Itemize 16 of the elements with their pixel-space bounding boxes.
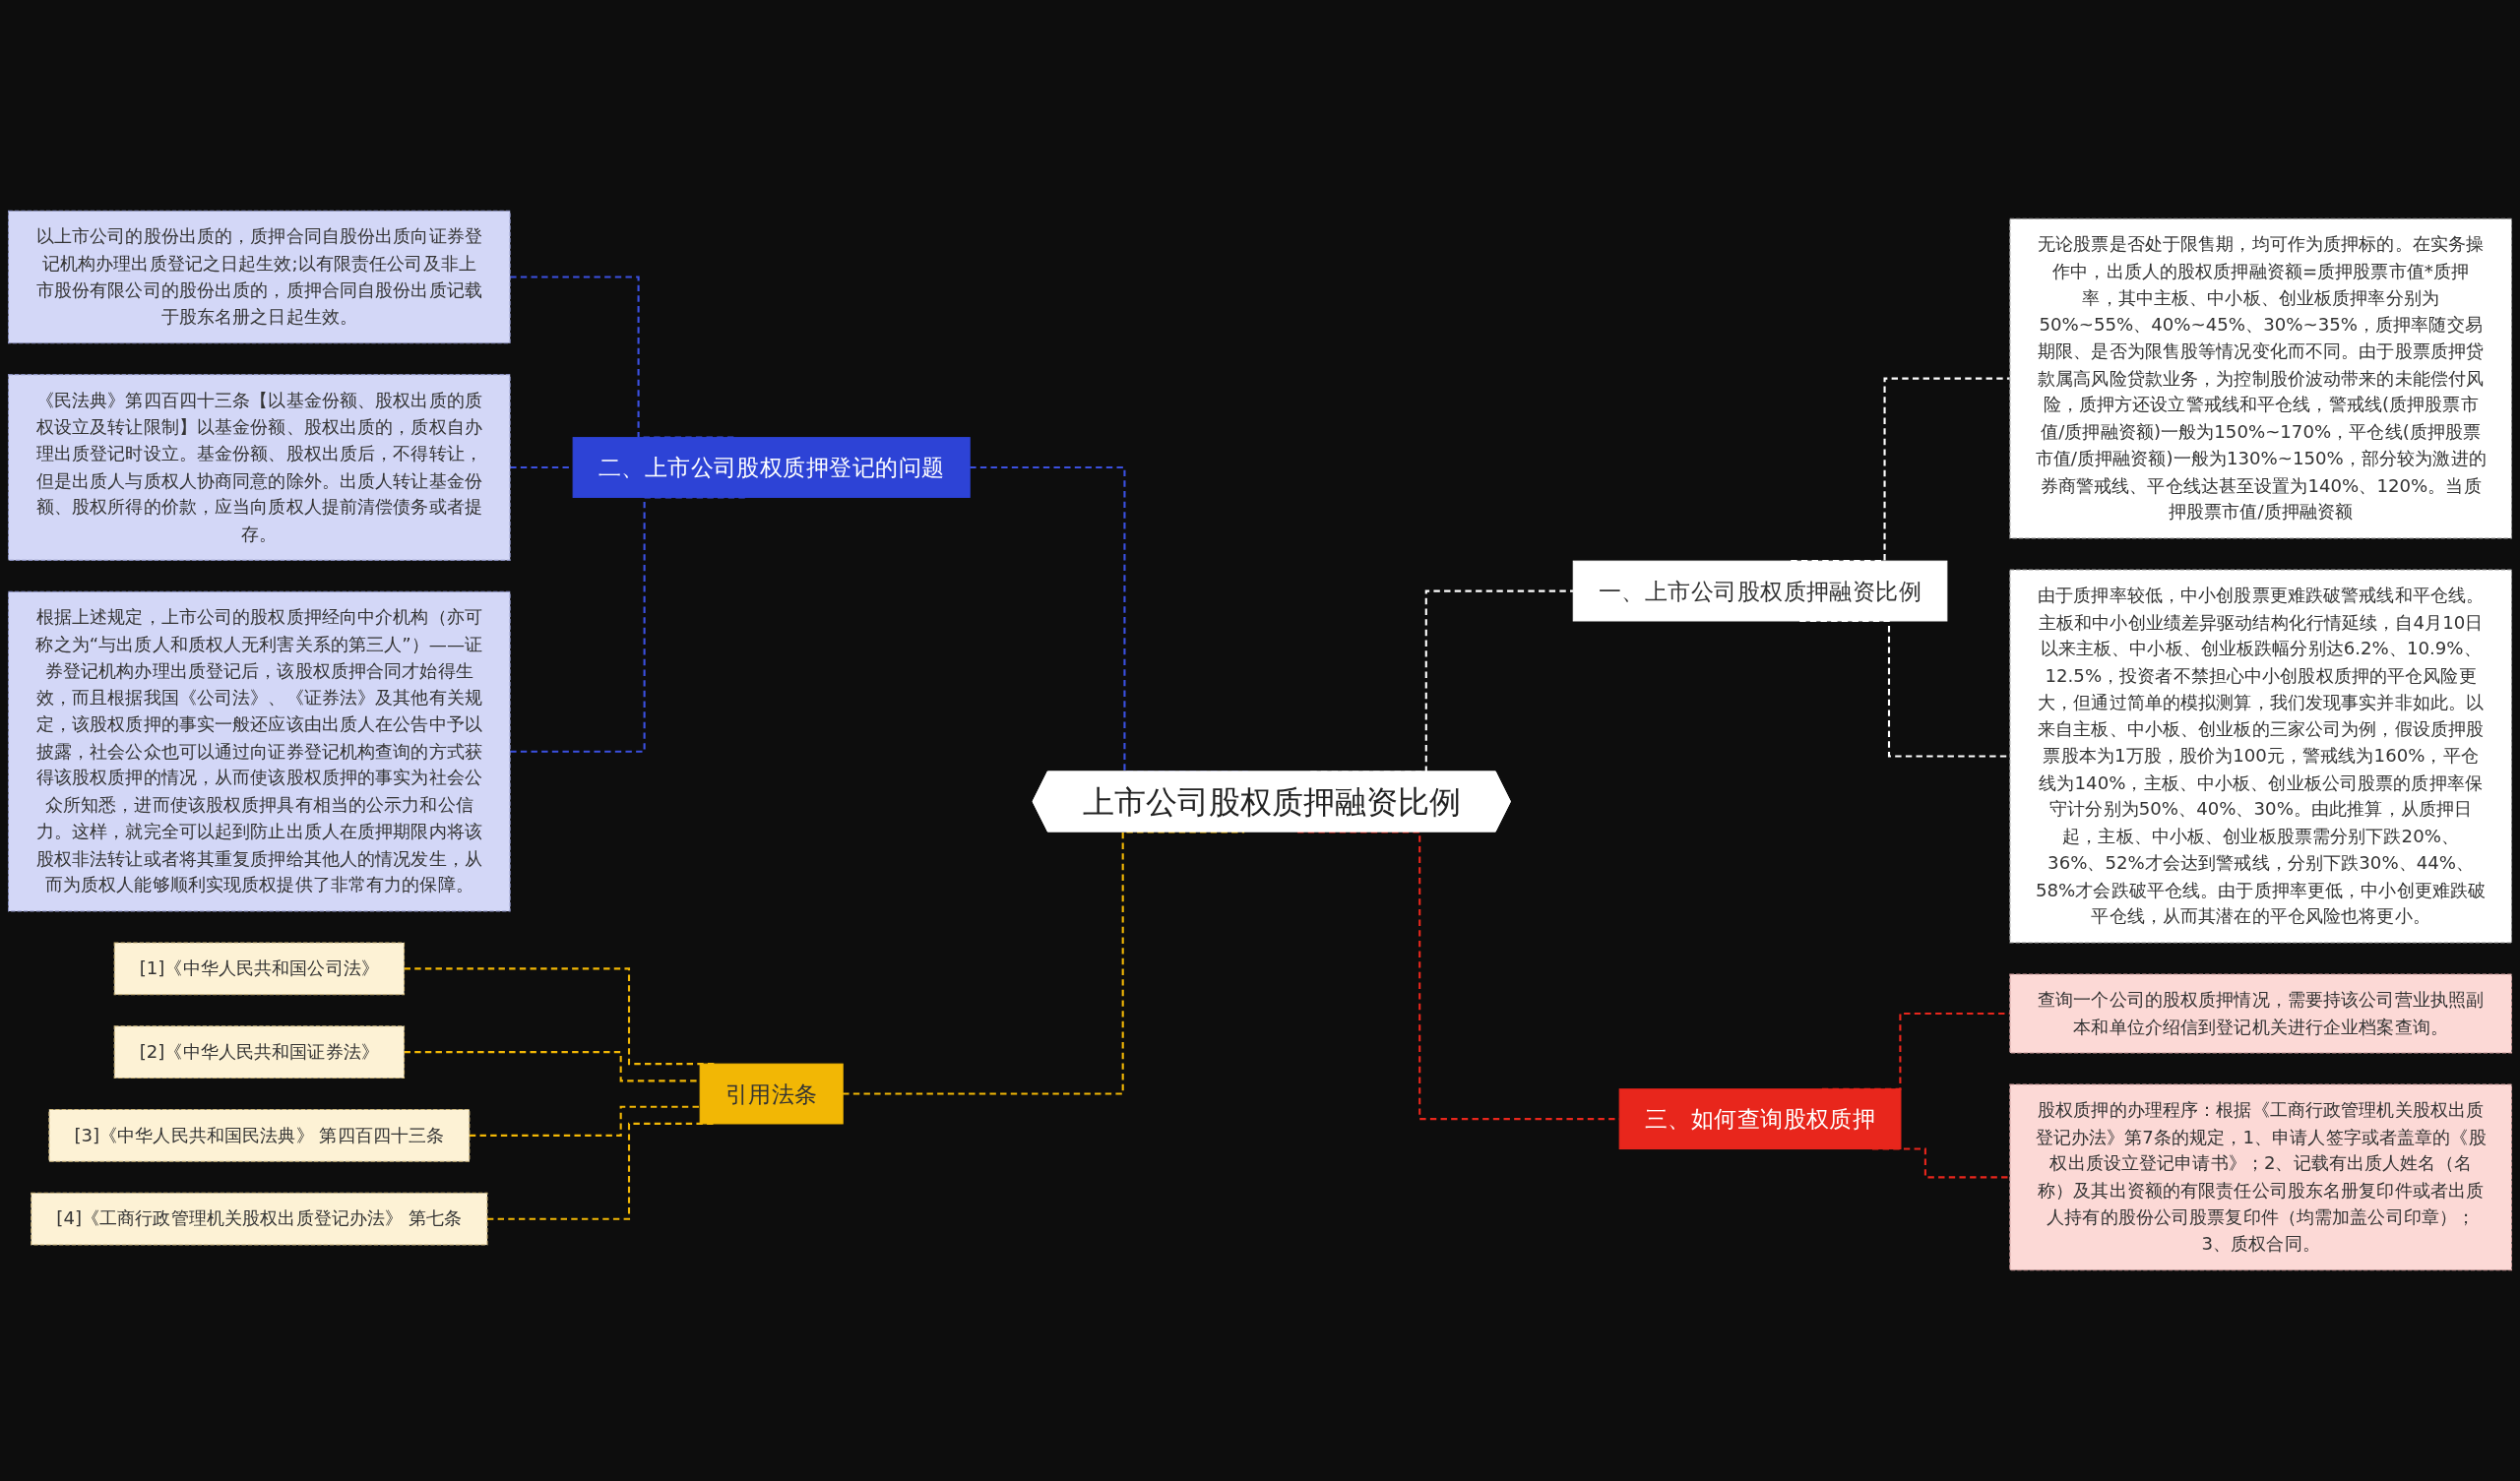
node-box: [1]《中华人民共和国公司法》 [113, 942, 406, 996]
node-box: 无论股票是否处于限售期，均可作为质押标的。在实务操作中，出质人的股权质押融资额=质押股票市值*质押率，其中主板、中小板、创业板质押率分别为50%~55%、40%~45%、30%~35%，质押率随交易期限、是否为限售股等情况变化而不同。由于股票质押贷款属高风险贷款业务，为控制股价波动带来的未能偿付风险，质押方还设立警戒线和平仓线，警戒线(质押股票市值/质押融资额)一般为150%~170%，平仓线(质押股票市值/质押融资额)一般为130%~150%，部分较为激进的券商警戒线、平仓线达甚至设置为140%、120%。当质押股票市值/质押融资额 [2009, 217, 2512, 539]
node-box: [2]《中华人民共和国证券法》 [113, 1025, 406, 1080]
node-box: 股权质押的办理程序：根据《工商行政管理机关股权出质登记办法》第7条的规定，1、申请人签字或者盖章的《股权出质设立登记申请书》；2、记载有出质人姓名（名称）及其出资额的有限责任公司股东名册复印件或者出质人持有的股份公司股票复印件（均需加盖公司印章）；3、质权合同。 [2009, 1083, 2512, 1271]
node-box: [3]《中华人民共和国民法典》 第四百四十三条 [48, 1109, 471, 1162]
node-box: 二、上市公司股权质押登记的问题 [572, 437, 971, 498]
connector [469, 1105, 701, 1137]
node-box: 引用法条 [699, 1063, 844, 1125]
node-box: 查询一个公司的股权质押情况，需要持该公司营业执照副本和单位介绍信到登记机关进行企业档案查询。 [2009, 973, 2512, 1054]
node-box: 由于质押率较低，中小创股票更难跌破警戒线和平仓线。主板和中小创业绩差异驱动结构化行情延续，自4月10日以来主板、中小板、创业板跌幅分别达6.2%、10.9%、12.5%，投资者不禁担心中小创股权质押的平仓风险更大，但通过简单的模拟测算，我们发现事实并非如此。以来自主板、中小板、创业板的三家公司为例，假设质押股票股本为1万股，股价为100元，警戒线为160%，平仓线为140%，主板、中小板、创业板公司股票的质押率保守计分别为50%、40%、30%。由此推算，从质押日起，主板、中小板、创业板股票需分别下跌20%、36%、52%才会达到警戒线，分别下跌30%、44%、58%才会跌破平仓线。由于质押率更低，中小创更难跌破平仓线，从而其潜在的平仓风险也将更小。 [2009, 569, 2512, 944]
node-box: 一、上市公司股权质押融资比例 [1572, 560, 1948, 622]
node-box: 三、如何查询股权质押 [1618, 1088, 1902, 1150]
node-box: 以上市公司的股份出质的，质押合同自股份出质向证券登记机构办理出质登记之日起生效;以有限责任公司及非上市股份有限公司的股份出质的，质押合同自股份出质记载于股东名册之日起生效。 [8, 210, 511, 344]
node-box: 根据上述规定，上市公司的股权质押经向中介机构（亦可称之为“与出质人和质权人无利害关系的第三人”）——证券登记机构办理出质登记后，该股权质押合同才始得生效，而且根据我国《公司法》、《证券法》及其他有关规定，该股权质押的事实一般还应该由出质人在公告中予以披露，社会公众也可以通过向证券登记机构查询的方式获得该股权质押的情况，从而使该股权质押的事实为社会公众所知悉，进而使该股权质押具有相当的公示力和公信力。这样，就完全可以起到防止出质人在质押期限内将该股权非法转让或者将其重复质押给其他人的情况发生，从而为质权人能够顺利实现质权提供了非常有力的保障。 [8, 590, 511, 912]
node-box: 《民法典》第四百四十三条【以基金份额、股权出质的质权设立及转让限制】以基金份额、股权出质的，质权自办理出质登记时设立。基金份额、股权出质后，不得转让，但是出质人与质权人协商同意的除外。出质人转让基金份额、股权所得的价款，应当向质权人提前清偿债务或者提存。 [8, 374, 511, 561]
node-box: [4]《工商行政管理机关股权出质登记办法》 第七条 [31, 1192, 488, 1246]
